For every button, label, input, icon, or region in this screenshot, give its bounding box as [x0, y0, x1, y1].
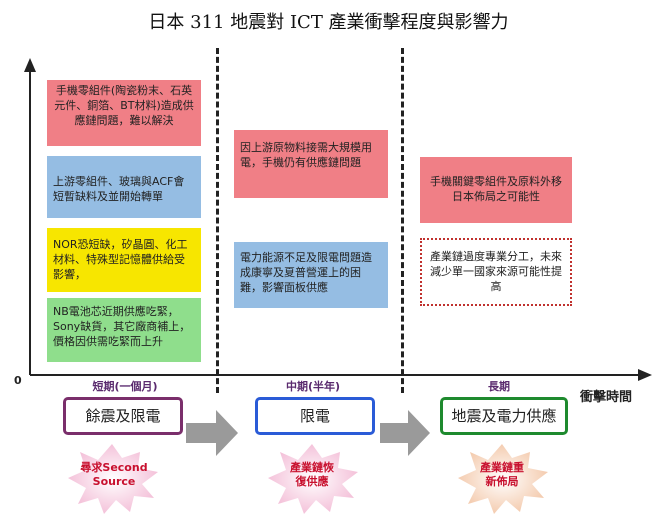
phase-arrow-1 [186, 410, 238, 456]
short-term-box-3: NOR恐短缺，矽晶圓、化工材料、特殊型記憶體供給受影響， [47, 228, 201, 292]
diagram-title: 日本 311 地震對 ICT 產業衝擊程度與影響力 [148, 12, 509, 33]
mid-term-label: 中期(半年) [285, 380, 341, 393]
phase-box-aftershock: 餘震及限電 [63, 397, 183, 435]
short-term-label: 短期(一個月) [92, 380, 158, 393]
long-term-label: 長期 [488, 380, 510, 393]
x-axis-label: 衝擊時間 [580, 390, 633, 405]
short-term-box-4: NB電池芯近期供應吃緊，Sony缺貨，其它廠商補上，價格因供需吃緊而上升 [47, 298, 201, 362]
mid-term-box-1: 因上游原物料接需大規模用電，手機仍有供應鏈問題 [234, 130, 388, 198]
x-axis-arrowhead [638, 369, 652, 381]
axis-origin-label: 0 [14, 374, 22, 387]
y-axis-arrowhead [24, 58, 36, 72]
burst-shape-2 [268, 444, 358, 514]
burst-second-source: 尋求Second Source [80, 461, 148, 488]
long-term-box-2: 產業鏈過度專業分工，未來減少單一國家來源可能性提高 [420, 238, 572, 306]
short-term-box-1: 手機零組件(陶瓷粉末、石英元件、銅箔、BT材料)造成供應鏈問題，難以解決 [47, 80, 201, 146]
divider-short-mid [216, 48, 219, 393]
burst-shape-3 [458, 444, 548, 514]
long-term-box-1: 手機關鍵零組件及原料外移日本佈局之可能性 [420, 157, 572, 223]
burst-chain-relayout: 產業鏈重新佈局 [480, 461, 524, 488]
mid-term-box-2: 電力能源不足及限電問題造成康寧及夏普營運上的困難，影響面板供應 [234, 242, 388, 308]
divider-mid-long [401, 48, 404, 393]
burst-shape-1 [68, 444, 158, 514]
phase-arrow-2 [380, 410, 430, 456]
short-term-box-2: 上游零組件、玻璃與ACF會短暫缺料及並開始轉單 [47, 156, 201, 218]
burst-chain-restore: 產業鏈恢復供應 [290, 461, 334, 488]
phase-box-power-limit: 限電 [255, 397, 375, 435]
phase-box-quake-power: 地震及電力供應 [440, 397, 568, 435]
